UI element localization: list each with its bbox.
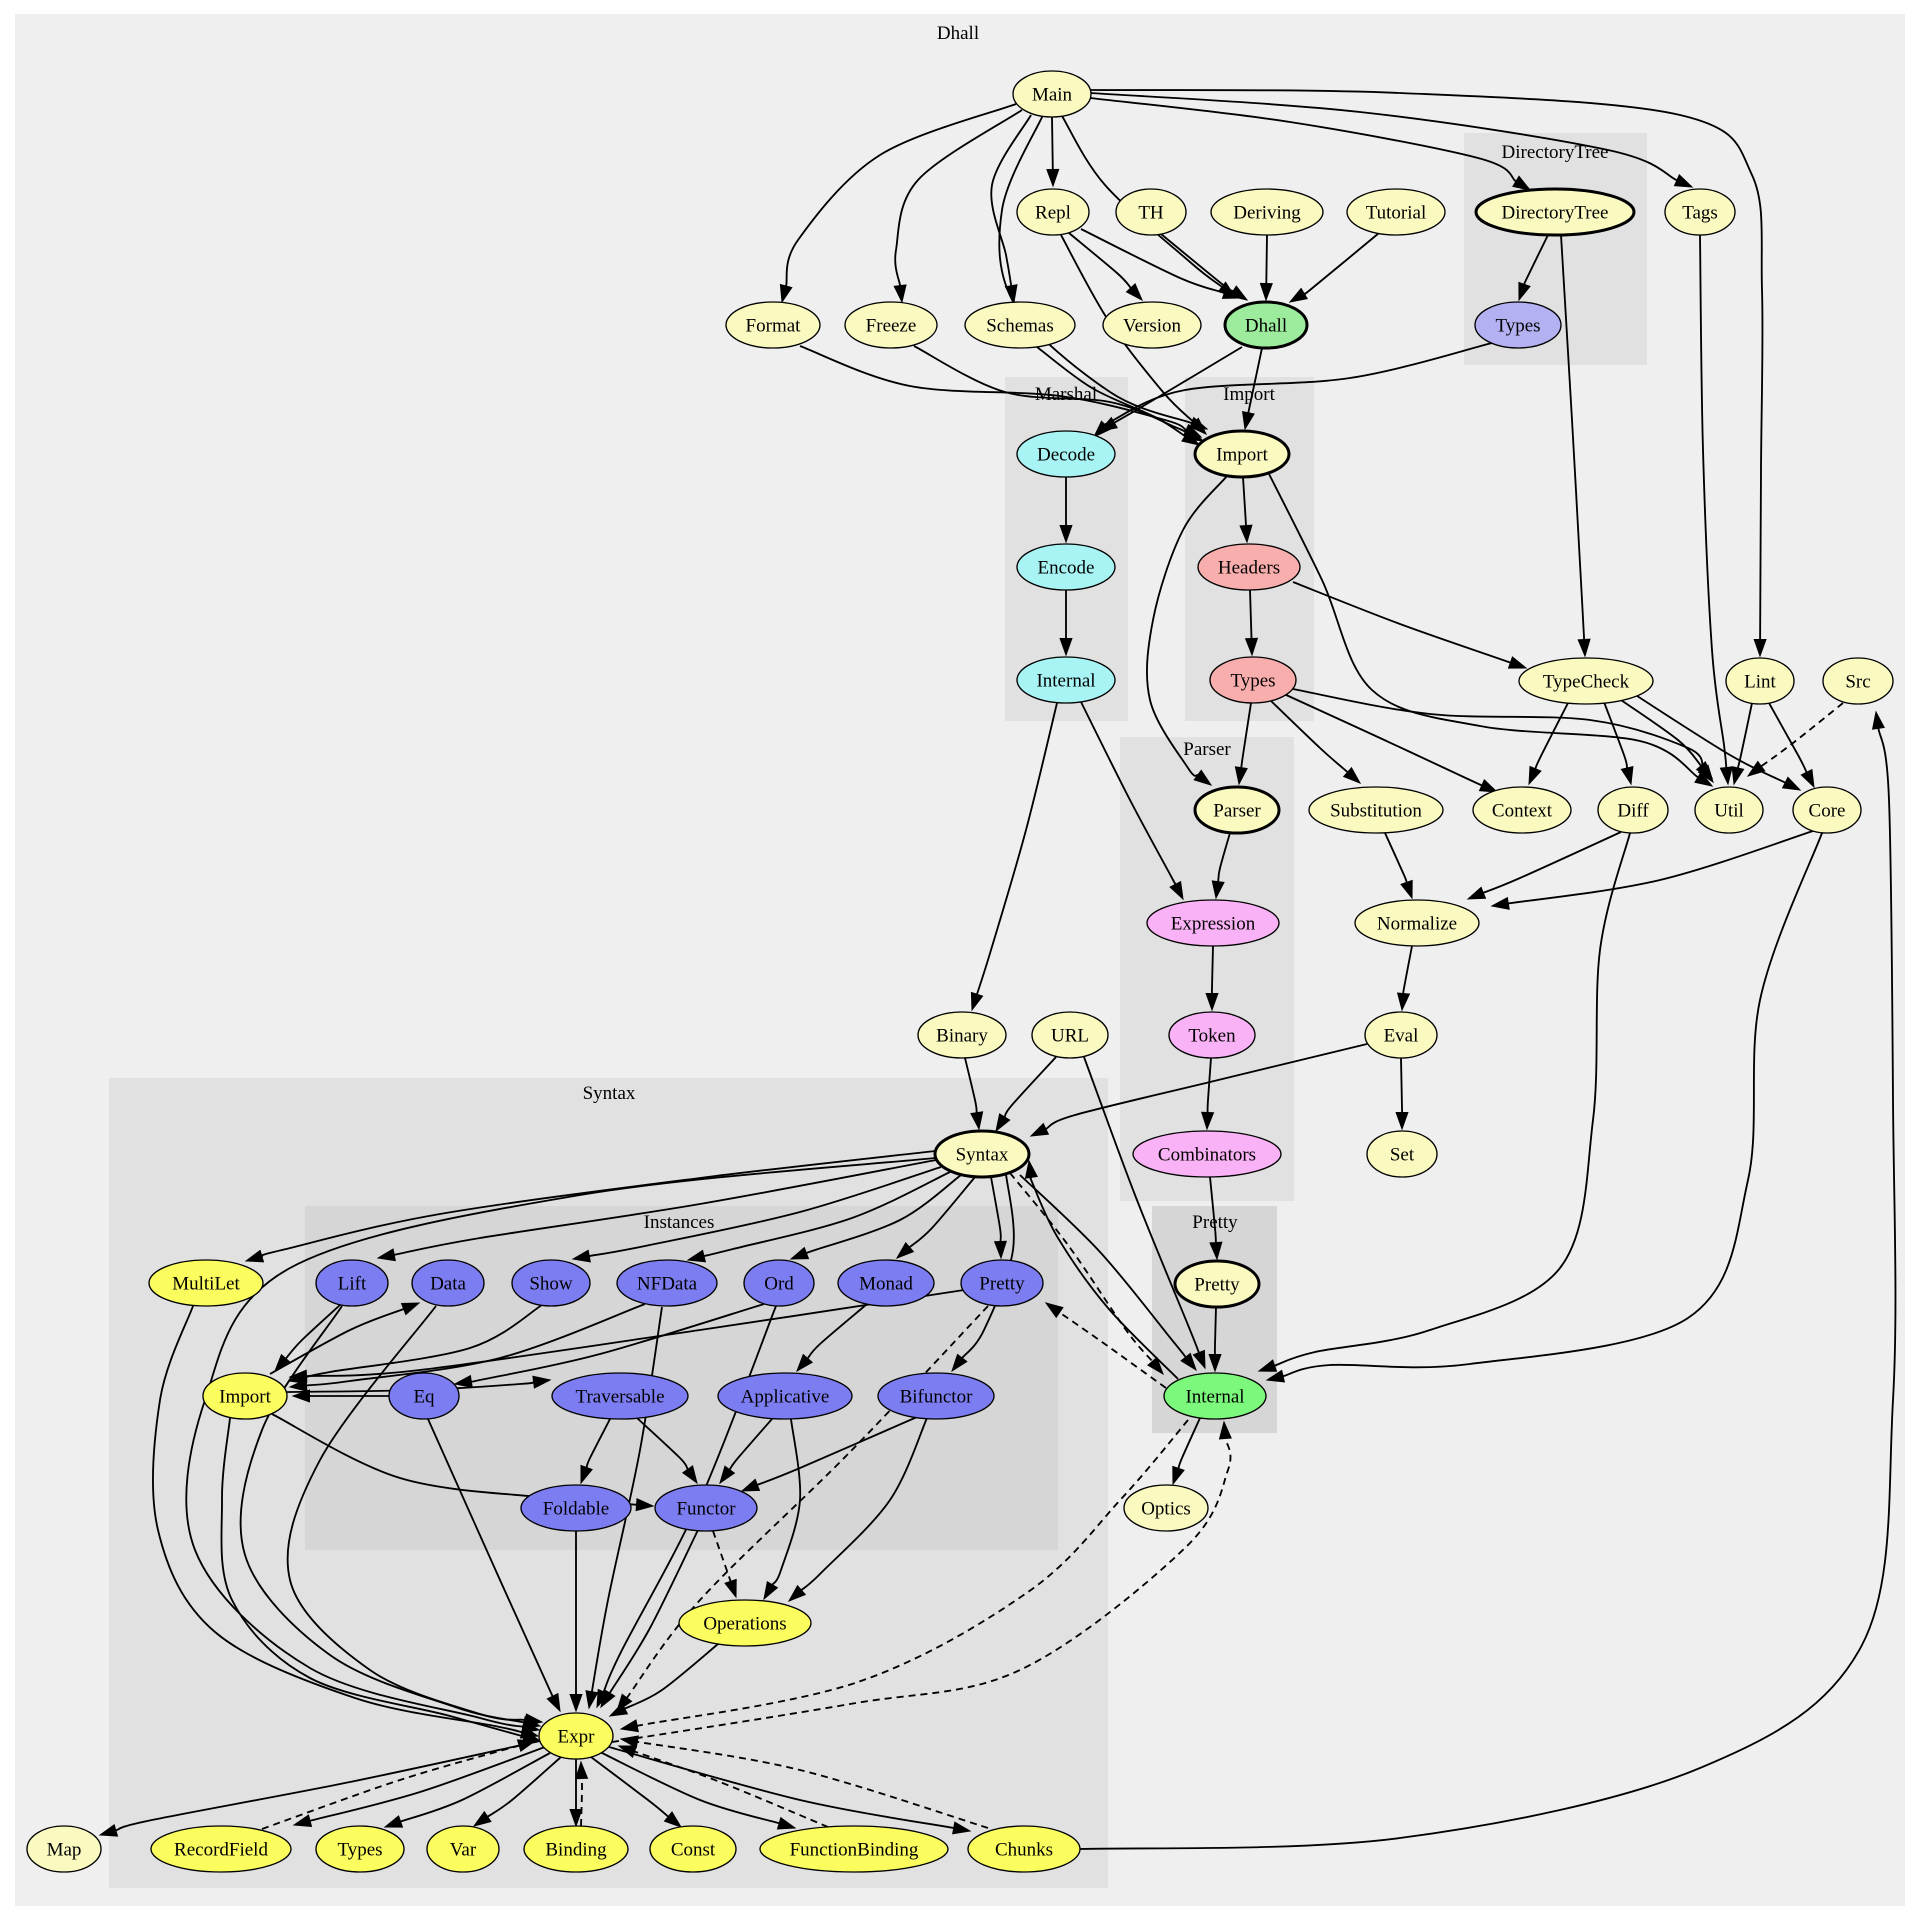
svg-text:MultiLet: MultiLet — [172, 1274, 240, 1295]
svg-text:Syntax: Syntax — [583, 1083, 636, 1104]
svg-text:Types: Types — [1230, 671, 1275, 692]
svg-text:Set: Set — [1390, 1145, 1415, 1166]
svg-text:Binary: Binary — [936, 1026, 988, 1047]
svg-text:Const: Const — [671, 1840, 716, 1861]
svg-text:Eval: Eval — [1384, 1026, 1419, 1047]
svg-text:Eq: Eq — [413, 1387, 435, 1408]
svg-text:RecordField: RecordField — [174, 1840, 268, 1861]
svg-text:Parser: Parser — [1213, 801, 1261, 822]
svg-text:DirectoryTree: DirectoryTree — [1502, 142, 1609, 163]
svg-text:Instances: Instances — [644, 1212, 715, 1233]
svg-text:Import: Import — [1223, 384, 1275, 405]
svg-text:TH: TH — [1138, 203, 1164, 224]
svg-text:Ord: Ord — [764, 1274, 794, 1295]
svg-text:Types: Types — [337, 1840, 382, 1861]
svg-text:Token: Token — [1188, 1026, 1236, 1047]
svg-text:Headers: Headers — [1218, 558, 1280, 579]
svg-text:Format: Format — [746, 316, 802, 337]
svg-text:Src: Src — [1845, 672, 1870, 693]
svg-text:Tags: Tags — [1682, 203, 1718, 224]
svg-text:Map: Map — [47, 1840, 82, 1861]
svg-text:Version: Version — [1123, 316, 1182, 337]
svg-text:Main: Main — [1032, 85, 1073, 106]
svg-text:Util: Util — [1714, 801, 1744, 822]
svg-text:Monad: Monad — [859, 1274, 913, 1295]
svg-text:Var: Var — [450, 1840, 477, 1861]
svg-text:Traversable: Traversable — [576, 1387, 665, 1408]
svg-text:TypeCheck: TypeCheck — [1543, 672, 1630, 693]
svg-text:Substitution: Substitution — [1330, 801, 1422, 822]
svg-text:URL: URL — [1051, 1026, 1089, 1047]
svg-text:Expression: Expression — [1171, 914, 1256, 935]
svg-text:Dhall: Dhall — [1245, 316, 1287, 337]
svg-text:NFData: NFData — [637, 1274, 698, 1295]
svg-text:Internal: Internal — [1036, 671, 1095, 692]
svg-text:FunctionBinding: FunctionBinding — [790, 1840, 919, 1861]
svg-text:Data: Data — [430, 1274, 466, 1295]
svg-text:Repl: Repl — [1035, 203, 1071, 224]
svg-text:Context: Context — [1492, 801, 1553, 822]
svg-text:Diff: Diff — [1617, 801, 1649, 822]
svg-text:Chunks: Chunks — [995, 1840, 1053, 1861]
svg-text:Import: Import — [1216, 445, 1268, 466]
svg-text:Types: Types — [1495, 316, 1540, 337]
svg-text:Pretty: Pretty — [979, 1274, 1025, 1295]
svg-text:Encode: Encode — [1038, 558, 1095, 579]
svg-text:Internal: Internal — [1185, 1387, 1244, 1408]
svg-text:Import: Import — [219, 1387, 271, 1408]
svg-text:Show: Show — [529, 1274, 573, 1295]
svg-text:DirectoryTree: DirectoryTree — [1502, 203, 1609, 224]
svg-text:Expr: Expr — [558, 1727, 596, 1748]
svg-text:Normalize: Normalize — [1377, 914, 1457, 935]
svg-text:Syntax: Syntax — [956, 1145, 1009, 1166]
svg-text:Parser: Parser — [1183, 739, 1231, 760]
svg-text:Tutorial: Tutorial — [1366, 203, 1427, 224]
svg-text:Dhall: Dhall — [937, 23, 979, 44]
svg-text:Core: Core — [1809, 801, 1846, 822]
svg-text:Functor: Functor — [676, 1499, 736, 1520]
svg-text:Bifunctor: Bifunctor — [900, 1387, 973, 1408]
svg-text:Operations: Operations — [703, 1614, 786, 1635]
svg-text:Binding: Binding — [545, 1840, 607, 1861]
svg-text:Foldable: Foldable — [543, 1499, 610, 1520]
svg-text:Freeze: Freeze — [866, 316, 917, 337]
svg-text:Applicative: Applicative — [741, 1387, 830, 1408]
svg-text:Combinators: Combinators — [1158, 1145, 1256, 1166]
svg-text:Deriving: Deriving — [1233, 203, 1301, 224]
svg-text:Schemas: Schemas — [986, 316, 1054, 337]
svg-text:Optics: Optics — [1141, 1499, 1191, 1520]
svg-text:Lift: Lift — [338, 1274, 367, 1295]
svg-text:Lint: Lint — [1744, 672, 1776, 693]
svg-text:Decode: Decode — [1037, 445, 1095, 466]
svg-text:Pretty: Pretty — [1194, 1275, 1240, 1296]
